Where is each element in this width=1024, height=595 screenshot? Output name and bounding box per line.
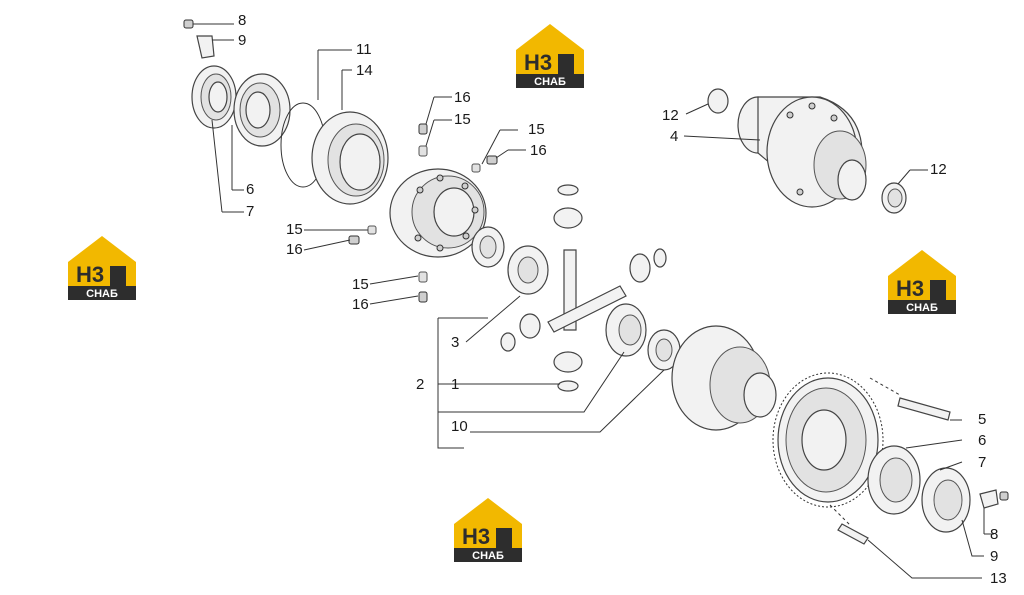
ring-gear — [772, 372, 884, 508]
callout-9-lower: 9 — [990, 548, 998, 565]
callout-8-lower: 8 — [990, 526, 998, 543]
pins-and-springs-15-16 — [348, 123, 498, 303]
svg-text:СНАБ: СНАБ — [906, 302, 938, 314]
screw-8-upper — [183, 19, 194, 29]
bearing-6-lower — [867, 445, 921, 515]
callout-15-right: 15 — [528, 121, 545, 138]
dowel-pin-13 — [837, 523, 869, 545]
callout-labels: 8 9 11 14 6 7 16 15 15 16 15 16 15 16 3 … — [238, 12, 1007, 587]
svg-text:СНАБ: СНАБ — [472, 550, 504, 562]
callout-16-right: 16 — [530, 142, 547, 159]
callout-10: 10 — [451, 418, 468, 435]
side-gear-washer-10 — [471, 226, 505, 268]
bolt-5 — [897, 397, 951, 421]
dashed-guide-lines — [829, 377, 901, 526]
callout-12-right: 12 — [930, 161, 947, 178]
side-gear-3 — [507, 245, 549, 295]
svg-text:СНАБ: СНАБ — [534, 76, 566, 88]
bearing-cup-14 — [311, 111, 389, 205]
callout-14: 14 — [356, 62, 373, 79]
callout-16-bottom: 16 — [352, 296, 369, 313]
callout-11: 11 — [356, 41, 372, 58]
bearing-6-upper — [233, 73, 291, 147]
leader-lines — [193, 23, 994, 579]
svg-text:H3: H3 — [524, 50, 552, 75]
callout-8-upper: 8 — [238, 12, 246, 29]
svg-text:H3: H3 — [76, 262, 104, 287]
differential-case-half-lower — [671, 325, 777, 431]
lock-plate-9-lower — [979, 489, 1009, 509]
lock-plate-9-upper — [196, 35, 215, 59]
callout-13: 13 — [990, 570, 1007, 587]
callout-16-left: 16 — [286, 241, 303, 258]
seal-ring-7-lower — [921, 467, 971, 533]
callout-6-upper: 6 — [246, 181, 254, 198]
callout-15-bottom: 15 — [352, 276, 369, 293]
differential-assembly-4 — [737, 96, 867, 208]
callout-3: 3 — [451, 334, 459, 351]
callout-16-top: 16 — [454, 89, 471, 106]
callout-15-top: 15 — [454, 111, 471, 128]
svg-text:H3: H3 — [462, 524, 490, 549]
cross-shaft — [547, 249, 627, 333]
callout-9-upper: 9 — [238, 32, 246, 49]
differential-case-half-upper — [389, 168, 487, 258]
callout-5: 5 — [978, 411, 986, 428]
callout-6-lower: 6 — [978, 432, 986, 449]
callout-4: 4 — [670, 128, 678, 145]
callout-15-left: 15 — [286, 221, 303, 238]
bearing-cone-12 — [707, 88, 907, 214]
callout-1: 1 — [451, 376, 459, 393]
callout-2: 2 — [416, 376, 424, 393]
callout-7-upper: 7 — [246, 203, 254, 220]
callout-7-lower: 7 — [978, 454, 986, 471]
callout-12-upper: 12 — [662, 107, 679, 124]
seal-ring-7-upper — [191, 65, 237, 129]
side-gear-lower — [605, 303, 681, 371]
pinion-gears — [500, 184, 667, 392]
svg-text:СНАБ: СНАБ — [86, 288, 118, 300]
svg-text:H3: H3 — [896, 276, 924, 301]
